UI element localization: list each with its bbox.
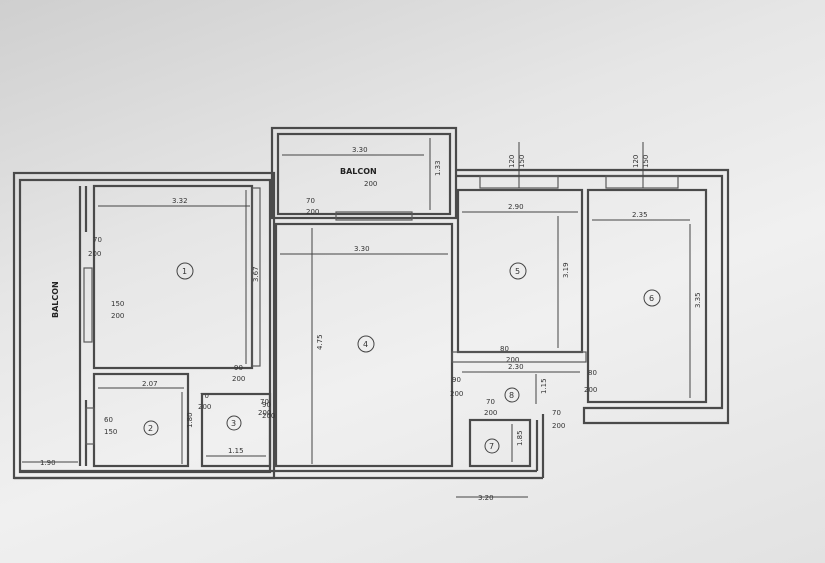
dim-room4-depth: 4.75 (316, 334, 324, 350)
room-1-outline (92, 184, 254, 370)
dim-bottom: 3.20 (478, 494, 494, 502)
dim-room7-d2: 200 (552, 422, 565, 430)
dim-hall-width: 3.30 (354, 245, 370, 253)
dim-win6-h: 150 (642, 155, 650, 168)
top-balcony-inner (276, 132, 452, 216)
outer-walls (12, 126, 730, 480)
room-6: 2.35 3.35 6 120 150 (586, 142, 708, 404)
dim-win5-w: 120 (508, 155, 516, 168)
dim-room1-door: 200 (88, 250, 101, 258)
dim-win6-w: 120 (632, 155, 640, 168)
dim-room2-win: 60 (104, 416, 113, 424)
left-block-outline (12, 171, 276, 480)
dim-balcony-top-depth: 1.33 (434, 160, 442, 176)
dim-room2-width: 2.07 (142, 380, 158, 388)
dim-room1-window: 150 (111, 300, 124, 308)
dim-hall-left-door-w: 90 (262, 401, 271, 409)
dim-room7-door: 200 (484, 409, 497, 417)
dim-hall-door-w: 70 (306, 197, 315, 205)
room-4: 3.30 4.75 4 70 200 90 200 (262, 197, 454, 468)
dim-hall-right-door-w: 90 (452, 376, 461, 384)
bottom-dimension: 3.20 (456, 494, 528, 502)
dim-room6-depth: 3.35 (694, 292, 702, 308)
dim-hall-right-h: 1.15 (540, 378, 548, 394)
top-balcony-outline (270, 126, 458, 220)
dim-room6-door-w: 80 (588, 369, 597, 377)
room5-bottom-wall (451, 351, 587, 363)
dim-room2-door: 200 (198, 403, 211, 411)
dim-hall-left-door: 200 (262, 412, 275, 420)
room-3-marker (226, 415, 242, 431)
dim-win5-h: 150 (518, 155, 526, 168)
room-5-marker (509, 262, 527, 280)
dim-room1-depth: 3.67 (252, 266, 260, 282)
room-3-number: 3 (231, 419, 236, 428)
dim-room2-win-h: 150 (104, 428, 117, 436)
dim-room1-door2: 200 (232, 375, 245, 383)
dim-room6-width: 2.35 (632, 211, 648, 219)
room-4-outline (274, 222, 454, 468)
dim-room2-depth: 1.80 (186, 412, 194, 428)
room-7-marker (484, 438, 500, 454)
room-5-number: 5 (515, 267, 520, 276)
room-3: 3 1.15 70 200 (200, 392, 272, 468)
dim-room1-window-h: 200 (111, 312, 124, 320)
room-1: 3.32 3.67 1 70 200 150 200 90 200 (88, 184, 261, 383)
room-6-marker (643, 289, 661, 307)
room-7-outline (468, 418, 532, 468)
room6-window (605, 175, 679, 189)
dim-room5-depth: 3.19 (562, 262, 570, 278)
dim-room7-door-w: 70 (486, 398, 495, 406)
room-2: 2.07 1.80 2 60 150 70 200 (85, 372, 211, 468)
room-8-marker (504, 387, 520, 403)
dim-room2-door-w: 70 (200, 392, 209, 400)
dim-room6-door: 200 (584, 386, 597, 394)
dim-room1-width: 3.32 (172, 197, 188, 205)
room-1-marker (176, 262, 194, 280)
room-7: 7 1.85 70 200 70 200 (468, 398, 565, 468)
dim-room5-width: 2.90 (508, 203, 524, 211)
dim-balcony-top-door: 200 (364, 180, 377, 188)
dim-room1-door-w: 70 (93, 236, 102, 244)
room-2-marker (143, 420, 159, 436)
top-balcony: 3.30 BALCON 1.33 200 (282, 138, 442, 221)
room-6-number: 6 (649, 294, 654, 303)
balcony-top-door (335, 211, 413, 221)
dim-room5-door: 200 (506, 356, 519, 364)
room-4-marker (357, 335, 375, 353)
dim-balcony-top-width: 3.30 (352, 146, 368, 154)
dim-room3-door: 200 (258, 409, 271, 417)
room2-window (85, 407, 95, 445)
right-block-outline (456, 168, 730, 425)
room-2-number: 2 (148, 424, 153, 433)
dim-room5-door-w: 80 (500, 345, 509, 353)
left-block-inner (18, 178, 272, 474)
dim-balcony-left-width: 1.90 (40, 459, 56, 467)
dim-hall-right-door: 200 (450, 390, 463, 398)
balcony-window (83, 267, 93, 343)
room-8-number: 8 (509, 391, 514, 400)
dim-hall-door: 200 (306, 208, 319, 216)
dim-room7-depth: 1.85 (516, 430, 524, 446)
room-1-number: 1 (182, 267, 187, 276)
balcony-left-label: BALCON (51, 281, 60, 318)
left-balcony: BALCON 1.90 (22, 186, 93, 467)
dim-room1-door2-w: 90 (234, 364, 243, 372)
room1-right-wall-strip (251, 187, 261, 367)
dim-hall-right-w: 2.30 (508, 363, 524, 371)
room-8: 2.30 1.15 8 90 200 80 200 (450, 351, 597, 404)
room-7-number: 7 (489, 442, 494, 451)
room-4-number: 4 (363, 340, 368, 349)
dim-room7-d2-w: 70 (552, 409, 561, 417)
room-6-outline (586, 188, 708, 404)
dim-room3-door-w: 70 (260, 398, 269, 406)
dim-room3-width: 1.15 (228, 447, 244, 455)
room-3-outline (200, 392, 272, 468)
balcony-top-label: BALCON (340, 167, 377, 176)
